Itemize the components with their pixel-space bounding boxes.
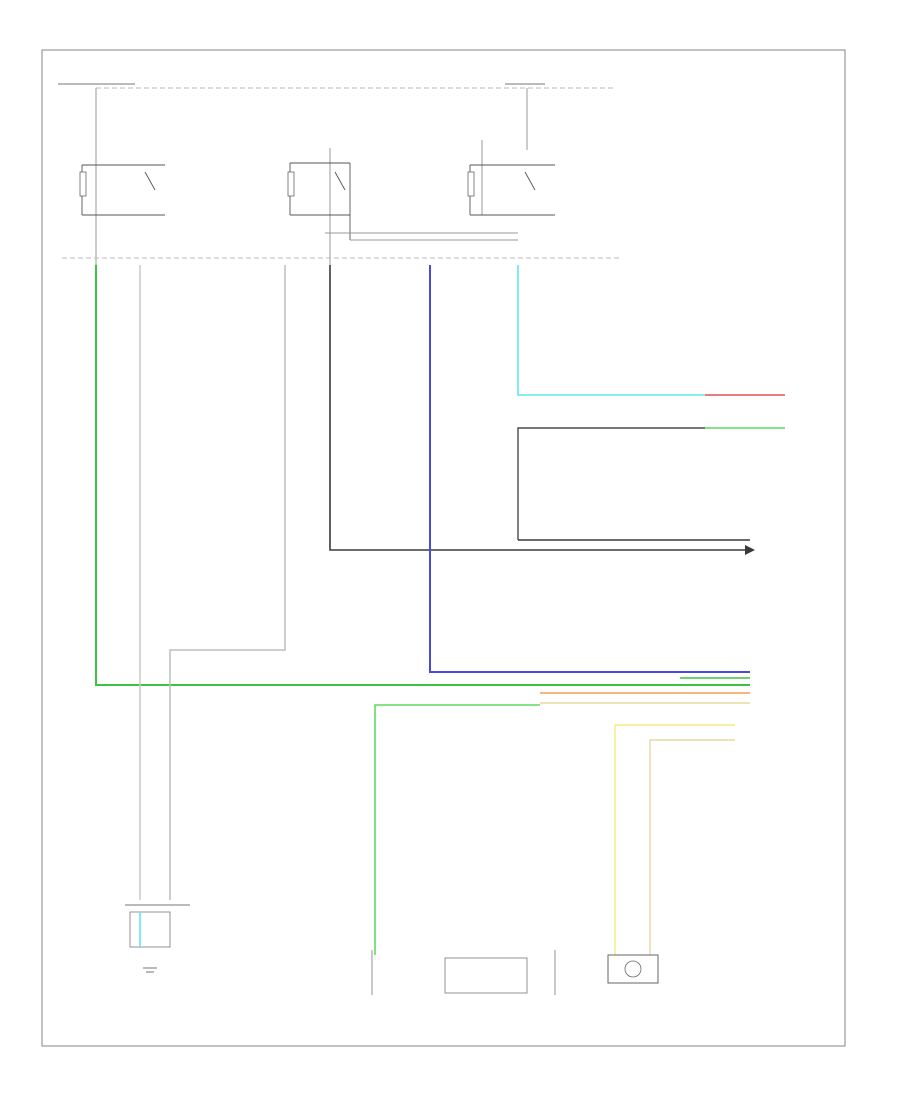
relay-switch-icon <box>287 162 351 240</box>
blue-wire <box>429 265 750 673</box>
connector-arrow-icon <box>745 545 755 555</box>
gray-wire-left <box>169 265 286 900</box>
gray-wire-right <box>517 427 705 540</box>
left-component-box <box>129 911 171 948</box>
green-wire <box>95 265 750 686</box>
cyan-wire <box>517 265 705 396</box>
tan-wire-2 <box>649 739 735 955</box>
center-component-box <box>444 957 528 994</box>
relay-switch-icon <box>467 164 555 216</box>
ground-icon <box>143 967 157 973</box>
diagram-frame <box>41 49 846 1047</box>
yellow-wire <box>614 724 735 955</box>
green-wire-bottom <box>374 704 540 955</box>
dark-gray-wire-center <box>329 265 750 551</box>
motor-icon <box>607 954 659 984</box>
relay-switch-icon <box>79 164 165 216</box>
